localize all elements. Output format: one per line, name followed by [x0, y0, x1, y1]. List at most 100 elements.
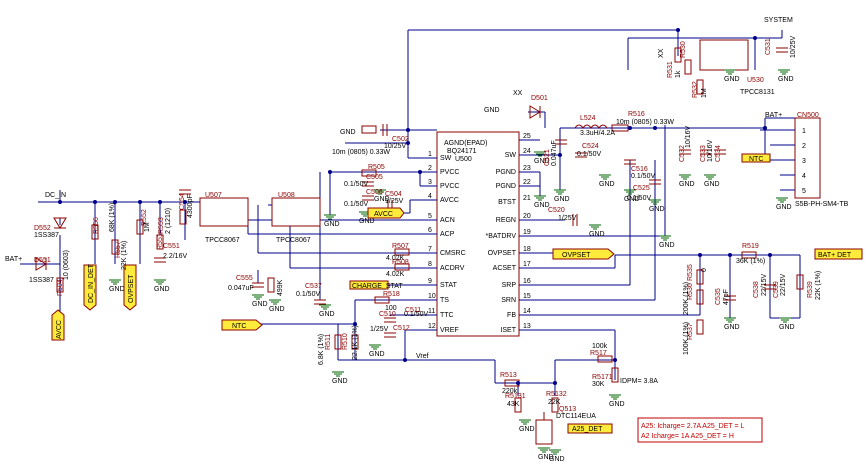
component-label-r536-val: 200K (1%) — [683, 282, 690, 315]
component-label-r504-ref: R504 — [57, 279, 64, 296]
net-bat-plus-left: BAT+ — [5, 256, 22, 263]
ic-pin-number: 18 — [523, 246, 531, 253]
component-label-c538-ref: C538 — [753, 281, 760, 298]
ground-icon: GND — [779, 317, 795, 331]
component-label-c510-ref: C510 — [379, 311, 396, 318]
ic-pin-number: 13 — [523, 323, 531, 330]
component-label-c532-val: 10/16V — [685, 125, 692, 148]
ground-label: GND — [374, 196, 390, 203]
ic-pin-name: VREF — [440, 327, 459, 334]
ic-part-label: BQ24171 — [447, 148, 477, 155]
ic-pin-name: ACP — [440, 231, 455, 238]
ground-icon: GND — [724, 317, 740, 331]
component-label-c525-val: 0.1/50V — [627, 195, 651, 202]
component-label-r557-ref: R557 — [115, 241, 122, 258]
component-label-c510-val: 0.1/50V — [404, 311, 428, 318]
component-label-r504-val: 10 (0603) — [63, 250, 70, 280]
component-label-r518-val: 100 — [385, 305, 397, 312]
ic-pin-number: 22 — [523, 179, 531, 186]
ground-label: GND — [724, 324, 740, 331]
ic-pin-name: REGN — [496, 217, 516, 224]
ic-pin-name: TS — [440, 297, 449, 304]
component-label-r513-ref: R513 — [500, 372, 517, 379]
ic-pin-number: 16 — [523, 278, 531, 285]
ic-pin-name: AVCC — [440, 197, 459, 204]
component-label-c533-val: 10/16V — [707, 139, 714, 162]
junction-dots — [58, 28, 772, 385]
component-label-r507-val: 4.02K — [386, 255, 405, 262]
component-label-c520-val: 1/25V — [558, 215, 577, 222]
component-label-r530-ref: R530 — [680, 41, 687, 58]
component-label-c505-ref: C505 — [366, 174, 383, 181]
ground-icon: GND — [269, 299, 285, 313]
ic-pin-name: OVPSET — [488, 250, 517, 257]
ground-icon: GND — [252, 294, 268, 308]
component-label-c516-ref: C516 — [631, 166, 648, 173]
ic-right-pins: 2524SW23PGND22PGND21BTST20REGN19*BATDRV1… — [486, 133, 531, 334]
net-bat-plus-right: BAT+ — [765, 112, 782, 119]
component-label-c520-ref: C520 — [548, 207, 565, 214]
ground-label: GND — [549, 456, 565, 463]
ic-pin-name: SW — [440, 155, 452, 162]
component-label-r505-ref: R505 — [368, 164, 385, 171]
ic-pin-number: 1 — [428, 151, 432, 158]
ic-pin-name: ACDRV — [440, 265, 465, 272]
ground-icon: GND — [659, 235, 675, 249]
component-label-r556-ref: R556 — [93, 217, 100, 234]
component-label-c511-ref: C511 — [405, 307, 421, 314]
component-label-c504-ref: C504 — [385, 191, 402, 198]
net-avcc: AVCC — [374, 211, 393, 218]
ic-pin-number: 9 — [428, 278, 432, 285]
component-label-c554-ref: C554 — [179, 193, 186, 210]
component-label-c555-val: 0.047uF — [228, 285, 254, 292]
ic-pin-name: ACSET — [493, 265, 517, 272]
resistors — [56, 47, 804, 413]
ground-label: GND — [324, 221, 340, 228]
component-label-cn500-val: S5B-PH-SM4-TB — [795, 201, 849, 208]
ic-pin-name: STAT — [440, 282, 458, 289]
connector-pin-number: 1 — [802, 128, 806, 135]
ic-pin-name: SRN — [501, 297, 516, 304]
component-label-c525-ref: C525 — [633, 185, 650, 192]
component-label-r5132-ref: R5132 — [546, 391, 567, 398]
label-gnd-2: GND — [484, 107, 500, 114]
component-label-r539-val: 22K (1%) — [815, 271, 822, 300]
component-label-r553-ref: R553 — [158, 217, 165, 234]
component-label-r551-ref: R551 — [157, 233, 164, 250]
connector-cn500 — [760, 117, 821, 199]
component-label-c504-val: 1/25V — [385, 198, 404, 205]
ground-icon: GND — [776, 197, 792, 211]
component-label-c551-ref: C551 — [163, 243, 180, 250]
ground-label: GND — [776, 204, 792, 211]
ground-icon: GND — [589, 224, 605, 238]
ground-icon: GND — [778, 69, 794, 83]
component-label-r537-val: 100K (1%) — [683, 322, 690, 355]
connector-pin-number: 5 — [802, 188, 806, 195]
ground-label: GND — [589, 231, 605, 238]
component-label-r519-val: 36K (1%) — [736, 258, 765, 265]
ic-pin-name: PGND — [496, 183, 516, 190]
ic-pin-name: SW — [505, 152, 517, 159]
ic-pin-number: 6 — [428, 227, 432, 234]
ground-label: GND — [609, 401, 625, 408]
ic-pin-number: 19 — [523, 229, 531, 236]
net-bat-det: BAT+ DET — [818, 252, 852, 259]
ground-icon: GND — [324, 214, 340, 228]
component-label-r516-val: 10m (0805) 0.33W — [616, 119, 674, 126]
ground-icon: GND — [704, 174, 720, 188]
component-label-r552-val: 1M — [144, 222, 151, 232]
ground-icon: GND — [534, 151, 550, 165]
capacitors — [154, 47, 788, 338]
ic-pin-number: 12 — [428, 323, 436, 330]
ground-icon: GND — [538, 447, 554, 461]
component-label-c533-ref: C533 — [700, 145, 707, 162]
ic-pin-name: *BATDRV — [486, 233, 517, 240]
mosfets — [199, 39, 749, 227]
component-label-r516-ref: R516 — [628, 111, 645, 118]
component-label-r513-val: 220k — [502, 388, 518, 395]
ground-label: GND — [269, 306, 285, 313]
ic-u500: AGND(EPAD) BQ24171 U500 1SW2PVCC3PVCC4AV… — [428, 131, 531, 337]
